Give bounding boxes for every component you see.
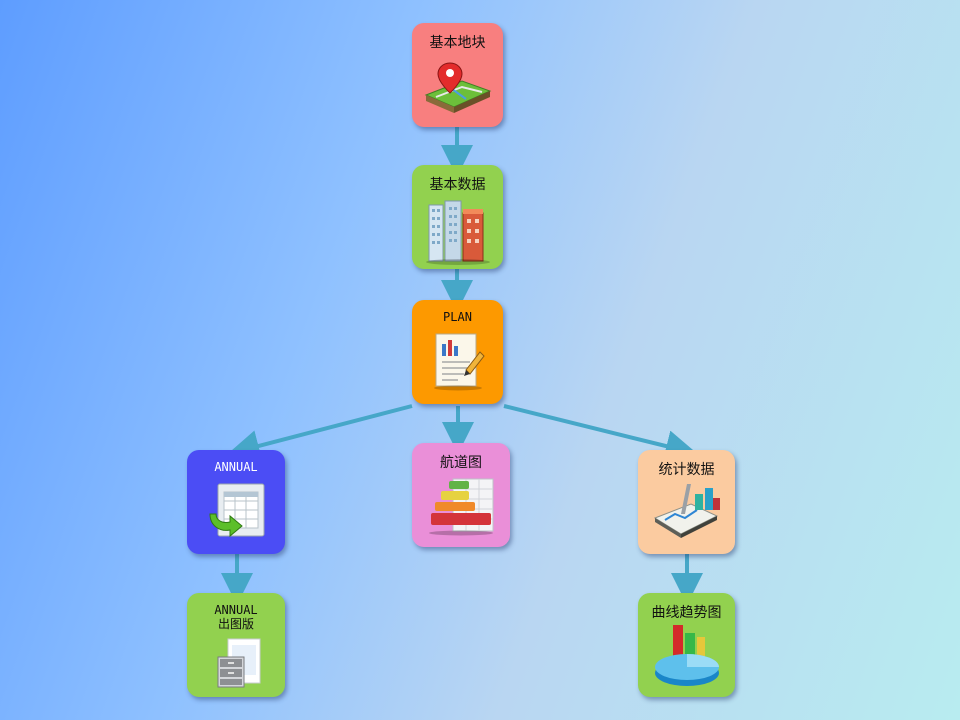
arrow-plan-to-annual — [227, 404, 413, 462]
node-annual[interactable]: ANNUAL — [187, 450, 285, 554]
node-curve-trend-label: 曲线趋势图 — [651, 605, 722, 621]
printer-icon — [217, 638, 261, 688]
map-pin-land-icon — [424, 62, 491, 113]
statistics-chart-icon — [653, 484, 720, 538]
node-statistics-label: 统计数据 — [658, 462, 715, 478]
node-basic-data[interactable]: 基本数据 — [412, 165, 503, 269]
node-basic-plot-label: 基本地块 — [429, 35, 486, 51]
node-annual-print-label: ANNUAL 出图版 — [214, 603, 258, 631]
node-curve-trend[interactable]: 曲线趋势图 — [638, 593, 735, 697]
node-basic-plot[interactable]: 基本地块 — [412, 23, 503, 127]
node-basic-data-label: 基本数据 — [429, 177, 486, 193]
node-channel-map-label: 航道图 — [440, 455, 482, 471]
node-annual-print[interactable]: ANNUAL 出图版 — [187, 593, 285, 697]
node-statistics[interactable]: 统计数据 — [638, 450, 735, 554]
bar-pie-chart-icon — [654, 625, 719, 686]
layered-bars-icon — [429, 478, 494, 536]
node-channel-map[interactable]: 航道图 — [412, 443, 510, 547]
spreadsheet-refresh-icon — [209, 483, 265, 538]
node-annual-label: ANNUAL — [214, 460, 258, 474]
arrow-plan-to-statistics — [503, 404, 698, 462]
buildings-icon — [425, 200, 490, 265]
report-document-icon — [433, 333, 485, 391]
node-plan-label: PLAN — [443, 310, 472, 324]
node-plan[interactable]: PLAN — [412, 300, 503, 404]
